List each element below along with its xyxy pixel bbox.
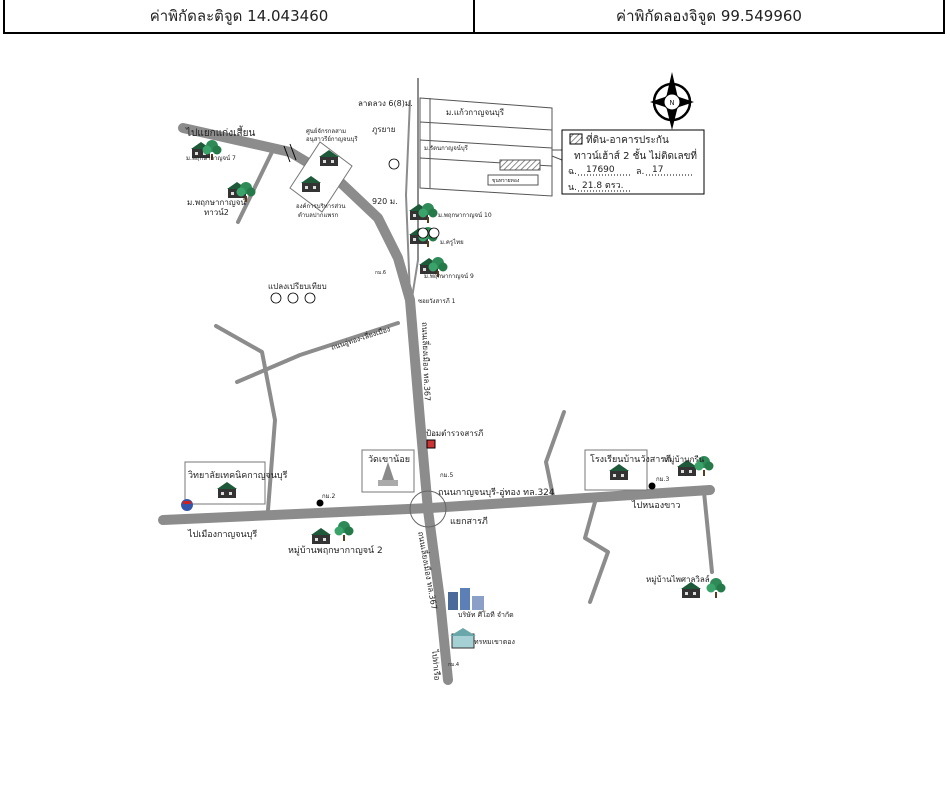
label-plots-title: แปลงเปรียบเทียบ (268, 282, 327, 291)
label-moo-ratthanaburi: ม.รัตนกาญจน์บุรี (424, 144, 469, 152)
label-soi-6: ลาดลวง 6(8)ม. (358, 99, 413, 108)
label-center-c: องค์การบริหารส่วน (296, 202, 345, 210)
road-west-branch (214, 324, 277, 512)
legend-deed-prefix: ฉ. (568, 167, 577, 177)
label-moo-town2-b: ทาวน์2 (204, 207, 229, 217)
label-moo-kaew: ม.แก้วกาญจนบุรี (446, 108, 505, 117)
label-to-city: ไปเมืองกาญจนบุรี (187, 529, 257, 540)
compass-letter: N (669, 99, 674, 107)
police-box-icon (426, 439, 436, 449)
label-moo-9: ม.พฤกษากาญจน์ 9 (424, 272, 474, 280)
label-junction: แยกสารภี (450, 516, 488, 527)
legend-area-value: 21.8 ตรว. (582, 181, 624, 191)
label-road-367-north: ถนนเลี่ยงเมือง ทล.367 (420, 322, 434, 402)
temple-icon (378, 462, 398, 486)
legend-area-prefix: น. (568, 183, 577, 193)
label-school: โรงเรียนบ้านวังสารภี (590, 454, 671, 465)
road-to-kaengsian (178, 123, 415, 305)
label-police-box: ป้อมตำรวจสารภี (426, 429, 483, 438)
label-moo-7: ม.พฤกษากาญจน์ 7 (186, 154, 236, 162)
road-branch-town2 (236, 150, 274, 224)
landmark-box-college (184, 461, 266, 505)
latitude-cell: ค่าพิกัดละติจูด 14.043460 (149, 7, 329, 25)
label-moo-ban-a: หมู่บ้านกรีน (664, 455, 705, 465)
label-to-phanthai: ไปท่าเรือ (430, 648, 442, 681)
label-center-b: อนุสาวรีย์กาญจนบุรี (306, 135, 358, 143)
label-km-4: กม.4 (448, 662, 459, 668)
label-soi-samakhi: ซอยวังสารภี 1 (418, 297, 456, 305)
junction-circle (409, 490, 447, 528)
label-road-uthong-diagonal: ถนนอู่ทอง-เลี่ยงเมือง (330, 324, 391, 352)
landmark-box-school (584, 449, 648, 491)
flag-icon (181, 499, 193, 511)
km2-dot (316, 499, 324, 507)
label-khun-sai: ขุนทรายทอง (492, 178, 520, 184)
label-dist-920: 920 ม. (372, 197, 398, 206)
label-center-a: ศูนย์จักรกลสาม (306, 127, 346, 135)
soi-road (404, 78, 419, 299)
label-hotel: ทรหมเขาตอง (474, 638, 515, 646)
road-uthong-diagonal (235, 321, 400, 384)
label-road-324: ถนนกาญจนบุรี-อู่ทอง ทล.324 (438, 487, 555, 498)
north-compass-icon: N (650, 72, 694, 130)
road-east-branch-north (544, 410, 566, 498)
road-to-phaisan (702, 490, 714, 574)
landmark-box-wat (361, 449, 415, 493)
label-km-5: กม.5 (440, 472, 453, 479)
coordinates-header: ค่าพิกัดละติจูด 14.043460 ค่าพิกัดลองจิจ… (3, 0, 945, 34)
legend-deed-value: 17690 (586, 165, 615, 175)
label-moo-phaisan: หมู่บ้านไพศาลวิลล์ (646, 574, 710, 585)
label-to-kaengsian: ไปแยกแก่งเสี้ยน (185, 125, 256, 139)
label-to-nongkhao: ไปหนองขาว (631, 500, 680, 511)
legend-part-prefix: ล. (636, 167, 644, 177)
bridge-marks (283, 143, 297, 163)
landmark-box-center (289, 141, 353, 213)
hotel-icon (450, 628, 476, 649)
legend-line2: ทาวน์เฮ้าส์ 2 ชั้น ไม่ติดเลขที่ (574, 148, 697, 162)
label-moo-phruksa-2: หมู่บ้านพฤกษากาญจน์ 2 (288, 544, 383, 556)
longitude-cell: ค่าพิกัดลองจิจูด 99.549960 (473, 0, 943, 32)
label-km-6: กม.6 (375, 270, 386, 276)
legend-line1: ที่ดิน-อาคารประกัน (586, 132, 669, 146)
label-km-2: กม.2 (322, 493, 335, 500)
km-markers (316, 482, 656, 507)
road-324 (158, 485, 715, 525)
property-legend: ที่ดิน-อาคารประกัน ทาวน์เฮ้าส์ 2 ชั้น ไม… (561, 129, 705, 195)
label-company: บริษัท ศีโอที จำกัด (458, 610, 514, 619)
label-moo-10: ม.พฤกษากาญจน์ 10 (438, 211, 492, 219)
label-center-d: ตำบลปากแพรก (298, 212, 339, 219)
company-building-icon (448, 588, 484, 610)
label-km-3: กม.3 (656, 476, 669, 483)
subdivision-plan (419, 97, 563, 197)
label-moo-krungthai: ม.ครูไทย (440, 238, 464, 246)
label-phu-sai: ภูรยาย (372, 125, 395, 135)
road-east-branch-south (583, 500, 610, 604)
label-college: วิทยาลัยเทคนิคกาญจนบุรี (188, 470, 288, 481)
road-network (158, 123, 715, 685)
label-moo-town2-a: ม.พฤกษากาญจน์ (187, 197, 246, 207)
km3-dot (648, 482, 656, 490)
map-labels: ไปแยกแก่งเสี้ยน ม.พฤกษากาญจน์ 7 ม.พฤกษาก… (185, 99, 710, 681)
comparison-plot-markers (270, 158, 440, 304)
label-wat: วัดเขาน้อย (368, 454, 410, 465)
legend-part-value: 17 (652, 165, 663, 175)
